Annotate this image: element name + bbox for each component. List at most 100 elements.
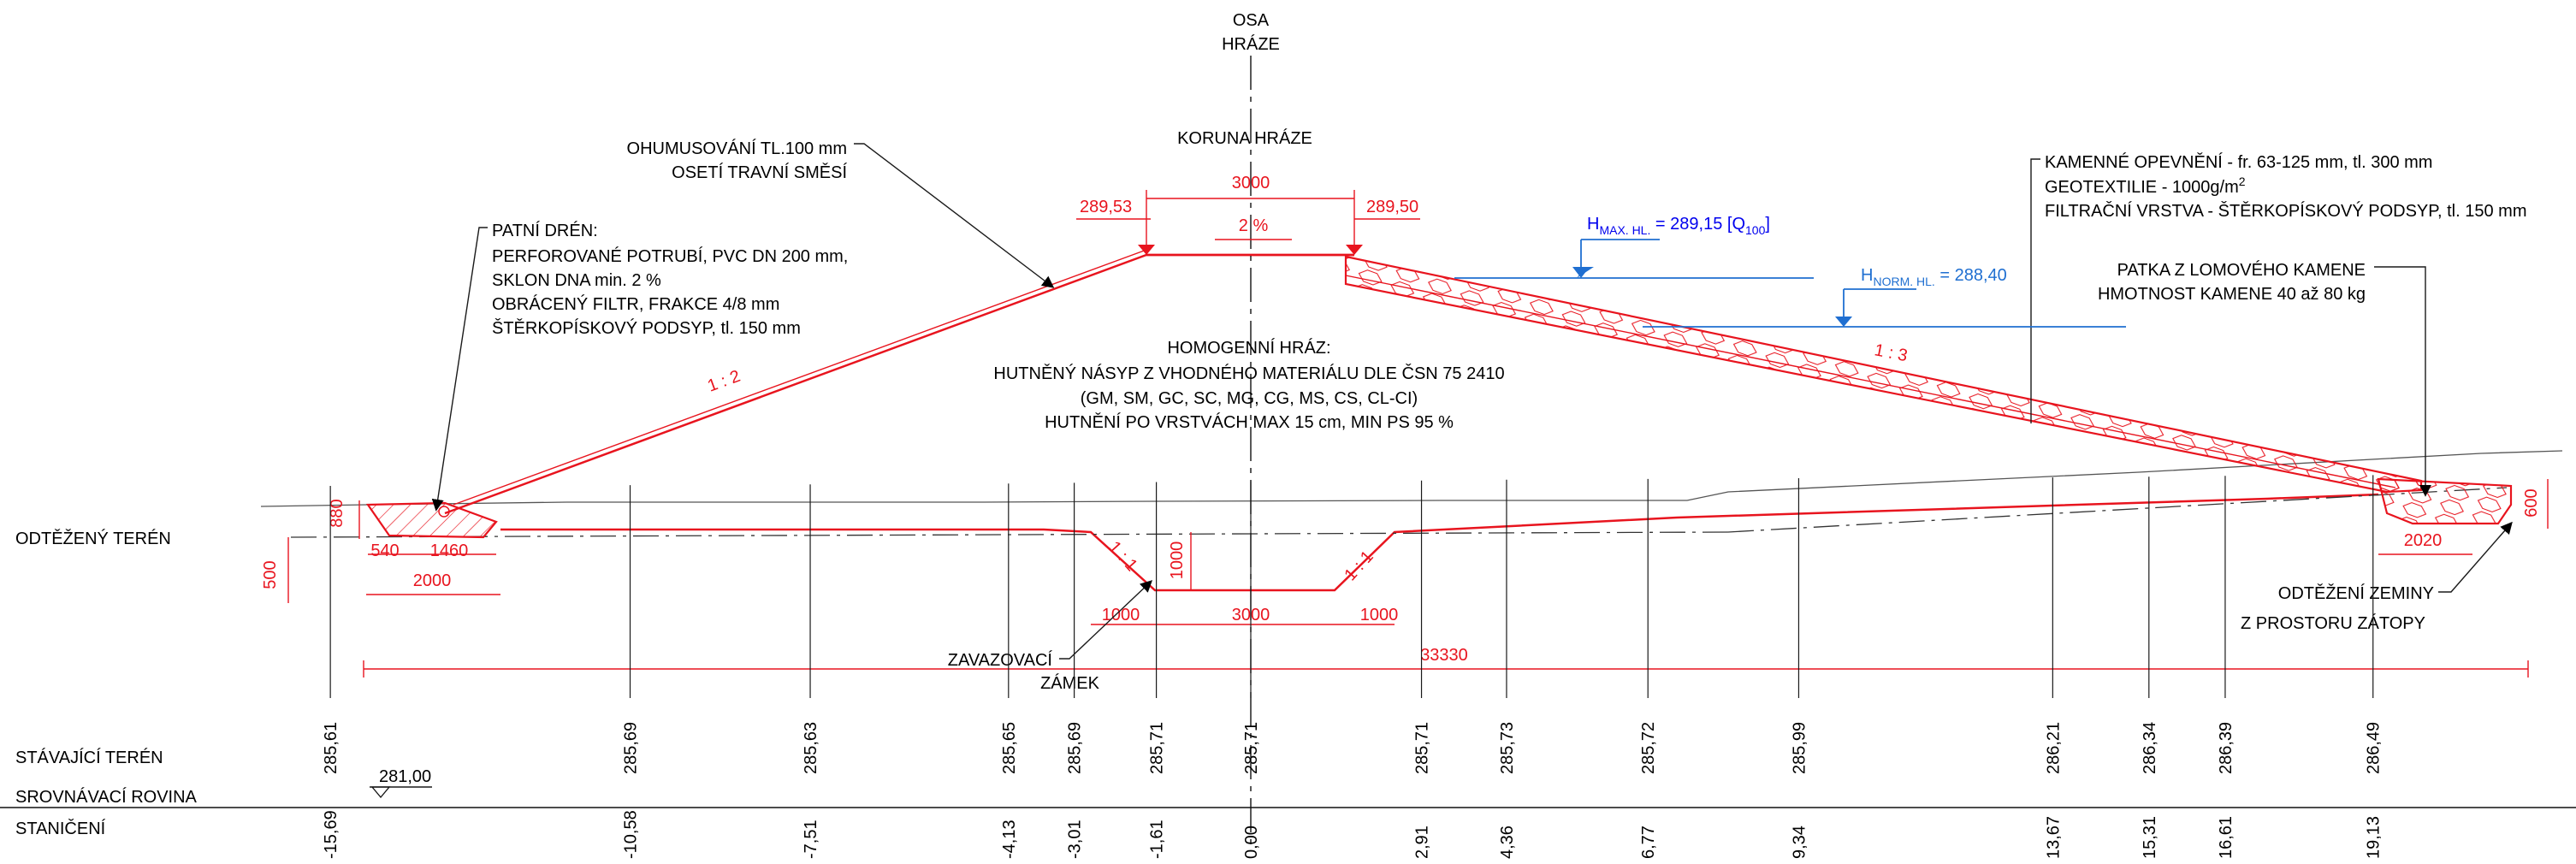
row-datum: SROVNÁVACÍ ROVINA — [15, 787, 198, 807]
station-chainage-value: 16,61 — [2217, 816, 2235, 859]
normal-water-level-label: HNORM. HL. = 288,40 — [1861, 266, 2007, 288]
excavation-line2: Z PROSTORU ZÁTOPY — [2241, 613, 2425, 633]
station-terrain-value: 285,69 — [1066, 722, 1085, 774]
dam-upstream-slope — [444, 253, 1354, 515]
slope-wet: 1 : 3 — [1873, 340, 1909, 365]
revetment-line2: GEOTEXTILIE - 1000g/m2 — [2045, 175, 2246, 197]
toe-drain-line4: ŠTĚRKOPÍSKOVÝ PODSYP, tl. 150 mm — [492, 318, 801, 338]
toe-drain-line3: OBRÁCENÝ FILTR, FRAKCE 4/8 mm — [492, 294, 779, 314]
station-columns: 285,61 -15,69 285,69 -10,58 285,63 -7,51 285,6… — [322, 475, 2384, 859]
toe-drain-leader — [431, 227, 488, 512]
toe-drain-line1: PERFOROVANÉ POTRUBÍ, PVC DN 200 mm, — [492, 246, 848, 266]
crest-level-left-marker — [1138, 245, 1155, 255]
station-chainage-value: -4,13 — [1000, 820, 1019, 859]
station-chainage-value: -3,01 — [1066, 820, 1085, 859]
max-close: ] — [1765, 215, 1770, 234]
toe-stone-leader — [2374, 266, 2431, 497]
dam-topsoil-line — [453, 249, 1147, 506]
dim-2020: 2020 — [2404, 531, 2443, 550]
datum-triangle — [370, 786, 391, 799]
station-chainage-value: 6,77 — [1639, 826, 1658, 859]
station-chainage-value: -15,69 — [322, 810, 341, 859]
station-chainage-value: 4,36 — [1498, 826, 1517, 859]
right-dashdot — [1727, 487, 2508, 533]
dam-material-line3: HUTNĚNÍ PO VRSTVÁCH MAX 15 cm, MIN PS 95… — [1045, 412, 1454, 432]
dim-key-depth: 1000 — [1168, 541, 1187, 580]
revetment-line1: KAMENNÉ OPEVNĚNÍ - fr. 63-125 mm, tl. 30… — [2045, 152, 2432, 172]
axis-title-line1: OSA — [1233, 11, 1270, 30]
crest-slope: 2 % — [1239, 216, 1269, 235]
dim-total: 33330 — [1420, 646, 1468, 665]
station-terrain-value: 285,63 — [802, 722, 820, 774]
crest-title: KORUNA HRÁZE — [1177, 128, 1312, 148]
max-q-sub: 100 — [1745, 223, 1766, 237]
revetment-line2-text: GEOTEXTILIE - 1000g/m — [2045, 178, 2239, 197]
toe-drain-title: PATNÍ DRÉN: — [492, 221, 598, 240]
revetment-leader — [2030, 158, 2040, 423]
normal-water-level-triangle — [1835, 317, 1852, 327]
station-chainage-value: 19,13 — [2365, 816, 2384, 859]
station-terrain-value: 286,49 — [2365, 722, 2384, 774]
dam-material-line1: HUTNĚNÝ NÁSYP Z VHODNÉHO MATERIÁLU DLE Č… — [993, 364, 1504, 383]
norm-value: = 288,40 — [1935, 266, 2007, 285]
dim-2000: 2000 — [413, 571, 452, 590]
topsoil-leader — [854, 143, 1055, 288]
dim-key-right-slope: 1000 — [1360, 606, 1399, 624]
toe-stone-line2: HMOTNOST KAMENE 40 až 80 kg — [2098, 285, 2366, 304]
row-chainage: STANIČENÍ — [15, 819, 106, 838]
station-terrain-value: 285,69 — [622, 722, 641, 774]
station-terrain-value: 285,73 — [1498, 722, 1517, 774]
station-chainage-value: 0,00 — [1242, 826, 1261, 859]
dim-500: 500 — [261, 560, 280, 589]
station-chainage-value: 2,91 — [1413, 826, 1432, 859]
left-toe-drain — [365, 501, 498, 539]
max-water-level-label: HMAX. HL. = 289,15 [Q100] — [1587, 215, 1770, 237]
slope-key-left: 1 : 1 — [1104, 538, 1140, 576]
drain-pipe — [438, 506, 450, 518]
station-terrain-value: 285,71 — [1413, 722, 1432, 774]
station-chainage-value: 15,31 — [2141, 816, 2159, 859]
row-existing-terrain: STÁVAJÍCÍ TERÉN — [15, 748, 163, 767]
crest-width: 3000 — [1232, 174, 1270, 192]
station-chainage-value: -7,51 — [802, 820, 820, 859]
max-value: = 289,15 [Q — [1650, 215, 1745, 234]
right-toe-stone — [2377, 477, 2513, 525]
crest-level-left: 289,53 — [1080, 198, 1132, 216]
station-terrain-value: 286,21 — [2044, 722, 2063, 774]
slope-upstream: 1 : 2 — [705, 367, 743, 396]
revetment-line3: FILTRAČNÍ VRSTVA - ŠTĚRKOPÍSKOVÝ PODSYP,… — [2045, 201, 2526, 221]
station-terrain-value: 285,99 — [1790, 722, 1809, 774]
dim-540: 540 — [370, 541, 399, 560]
dam-material-line2: (GM, SM, GC, SC, MG, CG, MS, CS, CL-CI) — [1081, 389, 1418, 408]
key-trench-leader — [1059, 580, 1153, 660]
station-terrain-value: 285,72 — [1639, 722, 1658, 774]
max-sub: MAX. HL. — [1599, 223, 1650, 237]
station-chainage-value: -10,58 — [622, 810, 641, 859]
station-terrain-value: 286,39 — [2217, 722, 2235, 774]
axis-title-line2: HRÁZE — [1222, 34, 1280, 54]
dim-880: 880 — [328, 499, 346, 527]
key-trench-label-line2: ZÁMEK — [1040, 673, 1100, 693]
existing-terrain-line — [260, 450, 2563, 507]
station-terrain-value: 286,34 — [2141, 722, 2159, 774]
dim-1460: 1460 — [430, 541, 469, 560]
filter-layer-line — [1345, 275, 2396, 488]
toe-drain-line2: SKLON DNA min. 2 % — [492, 271, 661, 290]
excavation-line1: ODTĚŽENÍ ZEMINY — [2278, 583, 2434, 603]
datum-value: 281,00 — [379, 767, 431, 786]
stripped-terrain-dashdot — [290, 531, 1729, 538]
stripped-terrain-line — [500, 493, 2379, 592]
max-water-level-triangle — [1572, 267, 1590, 278]
norm-h: H — [1861, 266, 1873, 285]
station-terrain-value: 285,65 — [1000, 722, 1019, 774]
station-terrain-value: 285,71 — [1242, 722, 1261, 774]
dim-600: 600 — [2522, 488, 2541, 517]
crest-level-right-marker — [1346, 245, 1363, 255]
toe-stone-line1: PATKA Z LOMOVÉHO KAMENE — [2117, 260, 2366, 280]
station-terrain-value: 285,61 — [322, 722, 341, 774]
max-h: H — [1587, 215, 1599, 234]
topsoil-line1: OHUMUSOVÁNÍ TL.100 mm — [627, 139, 847, 158]
norm-sub: NORM. HL. — [1873, 275, 1934, 288]
revetment-line2-sup: 2 — [2239, 175, 2246, 188]
